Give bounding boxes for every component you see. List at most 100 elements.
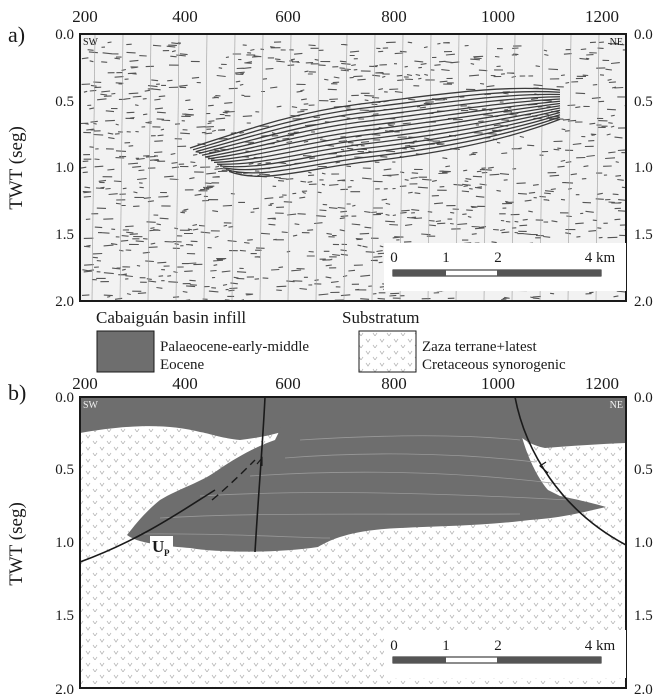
seismic-reflector <box>198 96 561 155</box>
panel-a-x-ticks: 200 400 600 800 1000 1200 <box>72 7 619 26</box>
scale-bar-box-b <box>384 630 626 678</box>
scale-b-label-1: 1 <box>442 638 450 654</box>
panel-b: b) TWT (seg) 200 400 600 800 1000 1200 0… <box>6 374 653 698</box>
seismic-reflector <box>216 109 561 165</box>
internal-reflector-1 <box>299 435 521 441</box>
unit-label-u: U <box>152 537 164 556</box>
panel-b-x-tick-1200: 1200 <box>585 374 619 393</box>
panel-a-y-ticks-left: 0.0 0.5 1.0 1.5 2.0 <box>55 27 74 310</box>
unit-label-up: U P <box>150 536 173 558</box>
seismic-reflector <box>192 90 561 151</box>
panel-b-y-tick-left-0: 0.0 <box>55 390 74 406</box>
panel-b-y-ticks-right: 0.0 0.5 1.0 1.5 2.0 <box>634 390 653 698</box>
panel-b-y-tick-left-2: 1.0 <box>55 535 74 551</box>
panel-a-y-tick-right-2: 1.0 <box>634 160 653 176</box>
legend-basin-line1: Palaeocene-early-middle <box>160 339 309 355</box>
panel-a-x-tick-1200: 1200 <box>585 7 619 26</box>
panel-b-x-tick-800: 800 <box>381 374 407 393</box>
legend-basin-line2: Eocene <box>160 357 204 373</box>
panel-b-x-tick-1000: 1000 <box>481 374 515 393</box>
scale-label-1: 1 <box>442 250 450 266</box>
seismic-reflector <box>195 93 561 153</box>
seismic-trace-line <box>147 34 152 301</box>
panel-a-y-tick-left-4: 2.0 <box>55 294 74 310</box>
internal-reflector-4 <box>199 492 571 501</box>
seismic-reflector <box>201 98 561 156</box>
panel-b-y-tick-right-3: 1.5 <box>634 608 653 624</box>
internal-reflector-2 <box>284 453 536 463</box>
panel-a-y-ticks-right: 0.0 0.5 1.0 1.5 2.0 <box>634 27 653 310</box>
legend-swatch-basin <box>96 330 155 373</box>
seismic-trace-line <box>203 34 208 301</box>
label-substratum: Substratum <box>342 308 419 327</box>
internal-reflector-5 <box>159 513 521 519</box>
panel-a-y-tick-right-4: 2.0 <box>634 294 653 310</box>
panel-a-x-tick-800: 800 <box>381 7 407 26</box>
scale-b-label-2: 2 <box>494 638 502 654</box>
seismic-reflector <box>225 116 561 174</box>
seismic-trace-line <box>287 34 292 301</box>
seismic-reflector <box>222 114 561 171</box>
scale-segment-2-4 <box>497 270 601 276</box>
seismic-trace-line <box>175 34 180 301</box>
panel-b-y-tick-left-4: 2.0 <box>55 682 74 698</box>
seismic-trace-line <box>371 34 376 301</box>
scale-b-segment-0-1 <box>393 657 446 663</box>
panel-b-x-tick-200: 200 <box>72 374 98 393</box>
panel-a-frame <box>79 33 627 302</box>
panel-a-corner-sw: SW <box>83 37 99 48</box>
fault-line-west <box>254 397 266 553</box>
panel-a-x-tick-400: 400 <box>172 7 198 26</box>
scale-b-label-0: 0 <box>390 638 398 654</box>
scale-label-4km: 4 km <box>585 250 616 266</box>
fault-line-east <box>514 397 626 546</box>
legend-substratum-line1: Zaza terrane+latest <box>422 339 537 355</box>
seismic-reflector <box>210 105 561 162</box>
seismic-trace-line <box>315 34 320 301</box>
internal-reflector-6 <box>139 533 331 539</box>
panel-a-x-tick-200: 200 <box>72 7 98 26</box>
panel-a-x-tick-1000: 1000 <box>481 7 515 26</box>
panel-a-y-tick-right-3: 1.5 <box>634 227 653 243</box>
scale-bar-box <box>384 243 626 291</box>
panel-b-frame <box>79 396 627 689</box>
panel-a-y-tick-left-1: 0.5 <box>55 94 74 110</box>
panel-a-y-tick-left-2: 1.0 <box>55 160 74 176</box>
panel-a-y-tick-right-0: 0.0 <box>634 27 653 43</box>
seismic-reflector <box>189 87 561 149</box>
panel-a-scale-bar: 0 1 2 4 km <box>384 243 626 291</box>
seismic-trace-line <box>91 34 96 301</box>
scale-b-segment-2-4 <box>497 657 601 663</box>
panel-a-y-tick-left-3: 1.5 <box>55 227 74 243</box>
panel-b-scale-bar: 0 1 2 4 km <box>384 630 626 678</box>
scale-segment-0-1 <box>393 270 446 276</box>
panel-b-y-tick-right-1: 0.5 <box>634 462 653 478</box>
basin-body-fill <box>127 397 606 552</box>
panel-b-x-ticks: 200 400 600 800 1000 1200 <box>72 374 619 393</box>
seismic-reflector <box>228 118 561 177</box>
panel-b-y-tick-right-0: 0.0 <box>634 390 653 406</box>
internal-reflector-3 <box>249 471 561 485</box>
panel-a-x-tick-600: 600 <box>275 7 301 26</box>
scale-b-label-4km: 4 km <box>585 638 616 654</box>
seismic-reflector <box>204 100 561 158</box>
legend-substratum-line2: Cretaceous synorogenic <box>422 357 566 373</box>
panel-b-y-ticks-left: 0.0 0.5 1.0 1.5 2.0 <box>55 390 74 698</box>
panel-a: a) TWT (seg) 200 400 600 800 1000 1200 0… <box>6 7 653 327</box>
panel-b-y-tick-left-1: 0.5 <box>55 462 74 478</box>
panel-b-letter: b) <box>8 380 26 405</box>
seismic-trace-line <box>343 34 348 301</box>
fault-line-southwest <box>80 489 216 563</box>
panel-b-y-tick-right-4: 2.0 <box>634 682 653 698</box>
seismic-trace-line <box>259 34 264 301</box>
legend-swatch-substratum <box>358 330 417 373</box>
label-basin-infill: Cabaiguán basin infill <box>96 308 246 327</box>
fault-arrow-east <box>539 461 549 474</box>
panel-b-corner-ne: NE <box>610 400 623 411</box>
seismic-trace-line <box>231 34 236 301</box>
panel-b-x-tick-400: 400 <box>172 374 198 393</box>
scale-label-0: 0 <box>390 250 398 266</box>
legend: Palaeocene-early-middle Eocene Zaza terr… <box>96 330 566 373</box>
